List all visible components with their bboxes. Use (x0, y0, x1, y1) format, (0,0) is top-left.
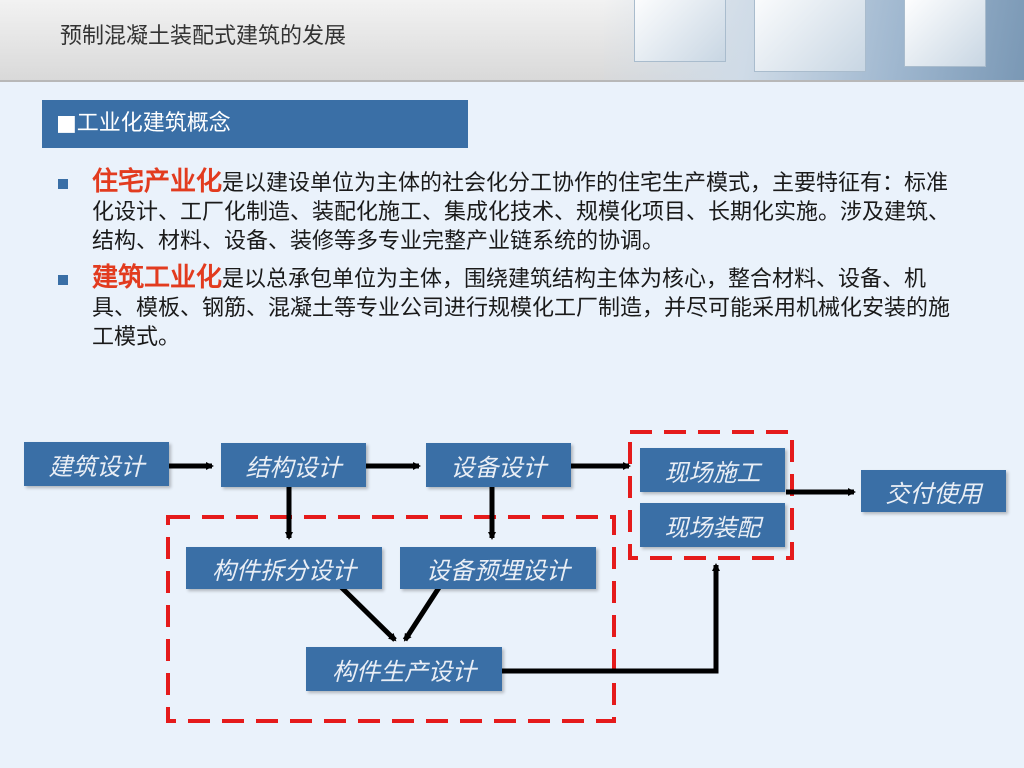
node-site-assembly: 现场装配 (640, 503, 785, 547)
node-site-construction: 现场施工 (640, 448, 785, 492)
node-component-production-design: 构件生产设计 (306, 647, 502, 691)
node-delivery-use: 交付使用 (861, 470, 1006, 512)
node-architecture-design: 建筑设计 (24, 442, 169, 486)
node-structure-design: 结构设计 (221, 443, 366, 487)
arrow-connector (405, 586, 440, 640)
node-component-split-design: 构件拆分设计 (186, 547, 382, 589)
arrow-connector (340, 586, 395, 640)
node-equipment-embed-design: 设备预埋设计 (400, 547, 596, 589)
node-equipment-design: 设备设计 (426, 443, 571, 487)
